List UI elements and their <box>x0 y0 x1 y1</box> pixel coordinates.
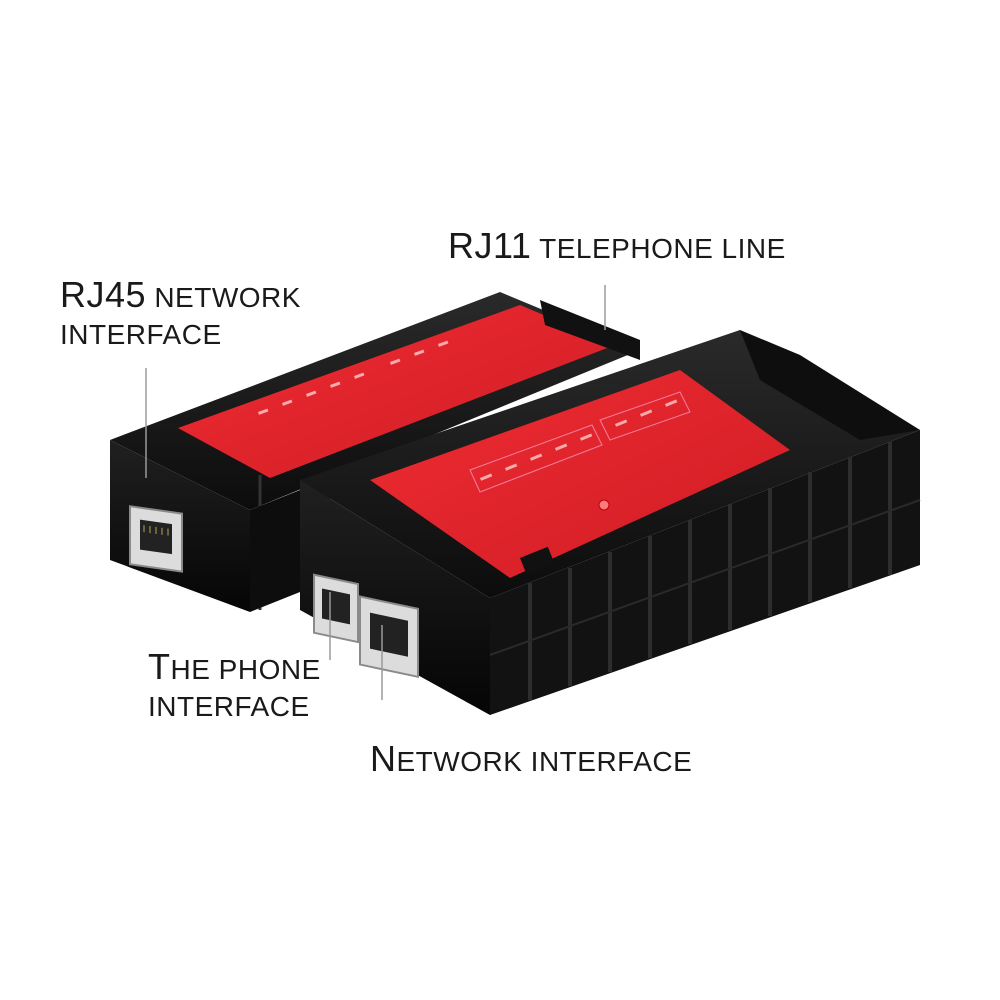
remote-led-indicators <box>258 340 449 415</box>
main-unit <box>300 330 921 715</box>
network-label-rest: ETWORK INTERFACE <box>396 746 693 777</box>
main-led-indicators <box>480 399 678 481</box>
phone-label-line2: INTERFACE <box>148 691 310 722</box>
phone-label-rest: HE PHONE <box>170 654 321 685</box>
main-red-panel <box>370 370 790 578</box>
network-port <box>359 595 419 679</box>
rj45-network-interface-label: RJ45 NETWORK INTERFACE <box>60 272 301 352</box>
network-interface-label: NETWORK INTERFACE <box>370 736 692 781</box>
phone-port <box>313 573 359 644</box>
rj11-telephone-line-label: RJ11 TELEPHONE LINE <box>448 223 786 268</box>
network-label-initial: N <box>370 738 397 779</box>
remote-unit <box>110 292 640 612</box>
rj11-label-main: RJ11 <box>448 225 532 266</box>
remote-rj45-port <box>129 505 183 573</box>
rj45-label-main: RJ45 <box>60 274 147 315</box>
remote-red-panel <box>178 305 615 478</box>
phone-label-initial: T <box>148 646 171 687</box>
rj45-label-rest: NETWORK <box>146 282 301 313</box>
rj11-label-rest: TELEPHONE LINE <box>531 233 786 264</box>
rj45-label-line2: INTERFACE <box>60 319 222 350</box>
power-led <box>598 499 610 511</box>
callout-lines <box>145 285 606 700</box>
mode-switch <box>520 546 555 575</box>
phone-interface-label: THE PHONE INTERFACE <box>148 644 321 724</box>
